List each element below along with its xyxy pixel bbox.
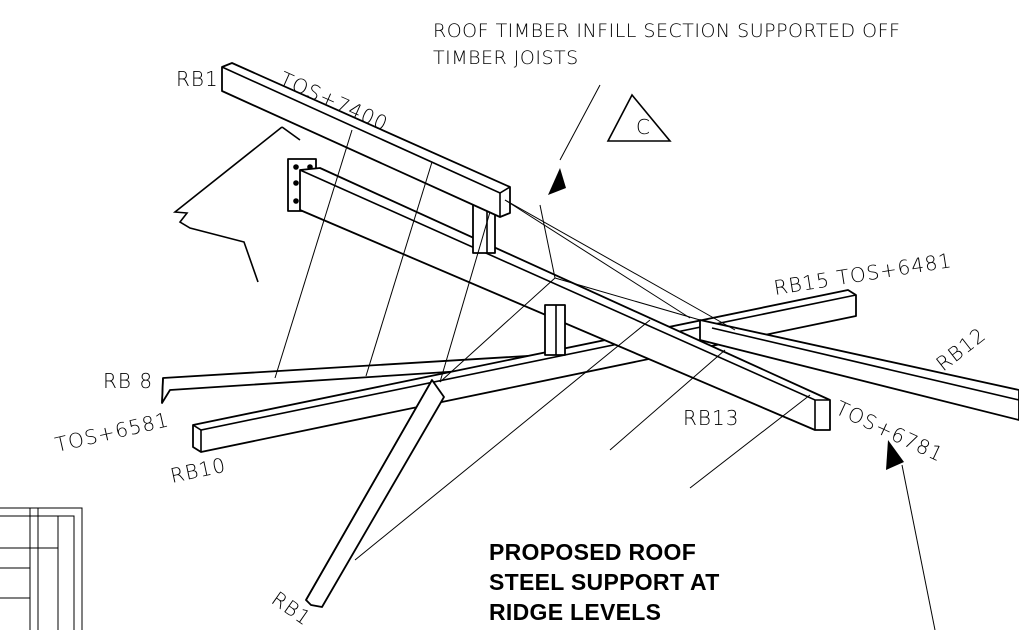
section-marker: C	[606, 93, 672, 142]
title-line-2: STEEL SUPPORT AT	[489, 569, 720, 595]
beam-rb1	[221, 62, 511, 218]
existing-roof-outline	[172, 126, 301, 283]
label-rb-bottom: RB1	[267, 586, 316, 630]
beam-rb8	[161, 353, 571, 404]
label-rb1: RB1	[176, 67, 219, 91]
note-line-2: TIMBER JOISTS	[433, 47, 579, 69]
arrow-heads	[548, 168, 904, 470]
label-rb10: RB10	[168, 453, 228, 488]
beam-rb13	[299, 167, 831, 431]
plan-fragment	[0, 507, 83, 630]
note-line-1: ROOF TIMBER INFILL SECTION SUPPORTED OFF	[433, 20, 900, 42]
label-rb8: RB 8	[103, 369, 153, 393]
section-marker-label: C	[636, 115, 651, 139]
arrow-to-infill-icon	[548, 168, 566, 195]
beam-rb12	[699, 319, 1019, 421]
title-line-1: PROPOSED ROOF	[489, 539, 696, 565]
label-rb12: RB12	[931, 322, 990, 376]
label-rb13: RB13	[683, 406, 739, 430]
arrow-to-tos6781-icon	[886, 440, 904, 470]
title-line-3: RIDGE LEVELS	[489, 599, 661, 625]
label-tos-6581: TOS+6581	[53, 407, 172, 457]
beam-rb-bottom	[305, 379, 445, 608]
label-rb15-tos: RB15 TOS+6481	[772, 248, 954, 300]
leader-lines	[274, 84, 936, 630]
